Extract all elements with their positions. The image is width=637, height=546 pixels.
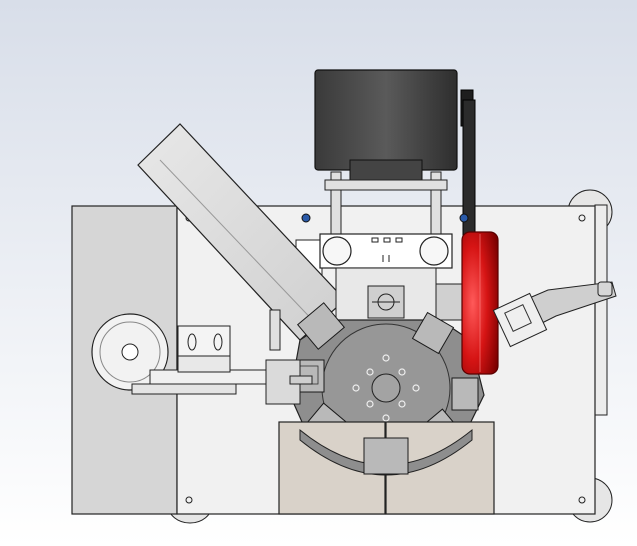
- right-side-plate: [594, 204, 608, 416]
- bearing-left: [322, 236, 352, 266]
- motor-body: [314, 69, 458, 171]
- motor-mount: [349, 159, 423, 183]
- shaft-block: [435, 283, 463, 321]
- dial-front-arc: [299, 428, 473, 476]
- screw-blue-right: [459, 213, 469, 223]
- pneumatic-cylinder-right: [492, 281, 617, 348]
- bearing-right: [419, 236, 449, 266]
- screw-blue-left: [301, 213, 311, 223]
- left-pusher-assembly: [131, 309, 313, 405]
